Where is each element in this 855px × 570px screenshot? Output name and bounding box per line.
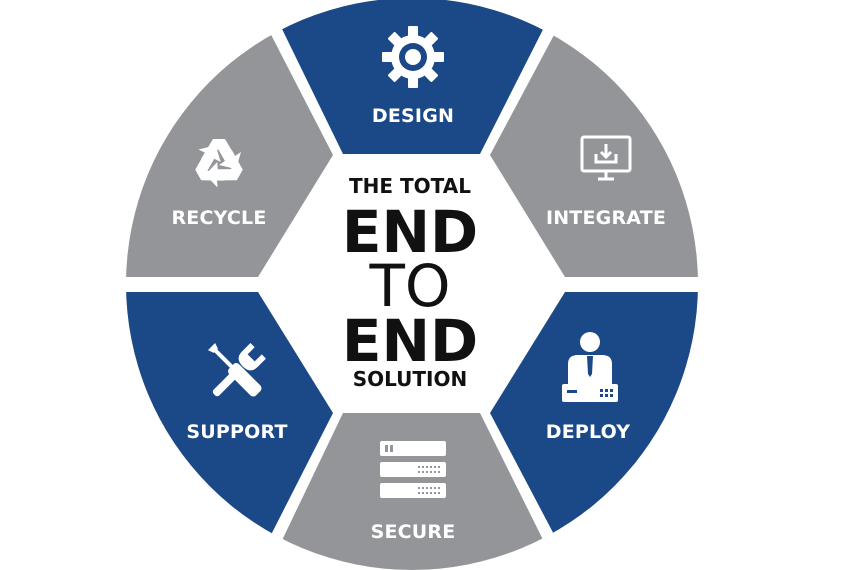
center-line-end-1: END [342,198,478,266]
segment-label-secure: SECURE [371,521,456,543]
center-line-solution: SOLUTION [353,367,468,391]
technician-server-icon [562,332,618,402]
segment-label-design: DESIGN [372,105,454,127]
monitor-download-icon [580,135,632,181]
segment-label-integrate: INTEGRATE [546,207,666,229]
tools-icon [208,343,266,397]
server-rack-icon [380,441,446,498]
segment-label-deploy: DEPLOY [546,421,631,443]
center-line-end-2: END [342,307,478,375]
gear-icon [382,26,444,88]
segment-label-recycle: RECYCLE [171,207,266,229]
recycle-icon [195,139,243,188]
center-line-the-total: THE TOTAL [349,174,471,198]
segment-label-support: SUPPORT [186,421,287,443]
center-title: THE TOTAL END TO END SOLUTION [342,174,478,391]
center-line-to: TO [368,252,450,320]
